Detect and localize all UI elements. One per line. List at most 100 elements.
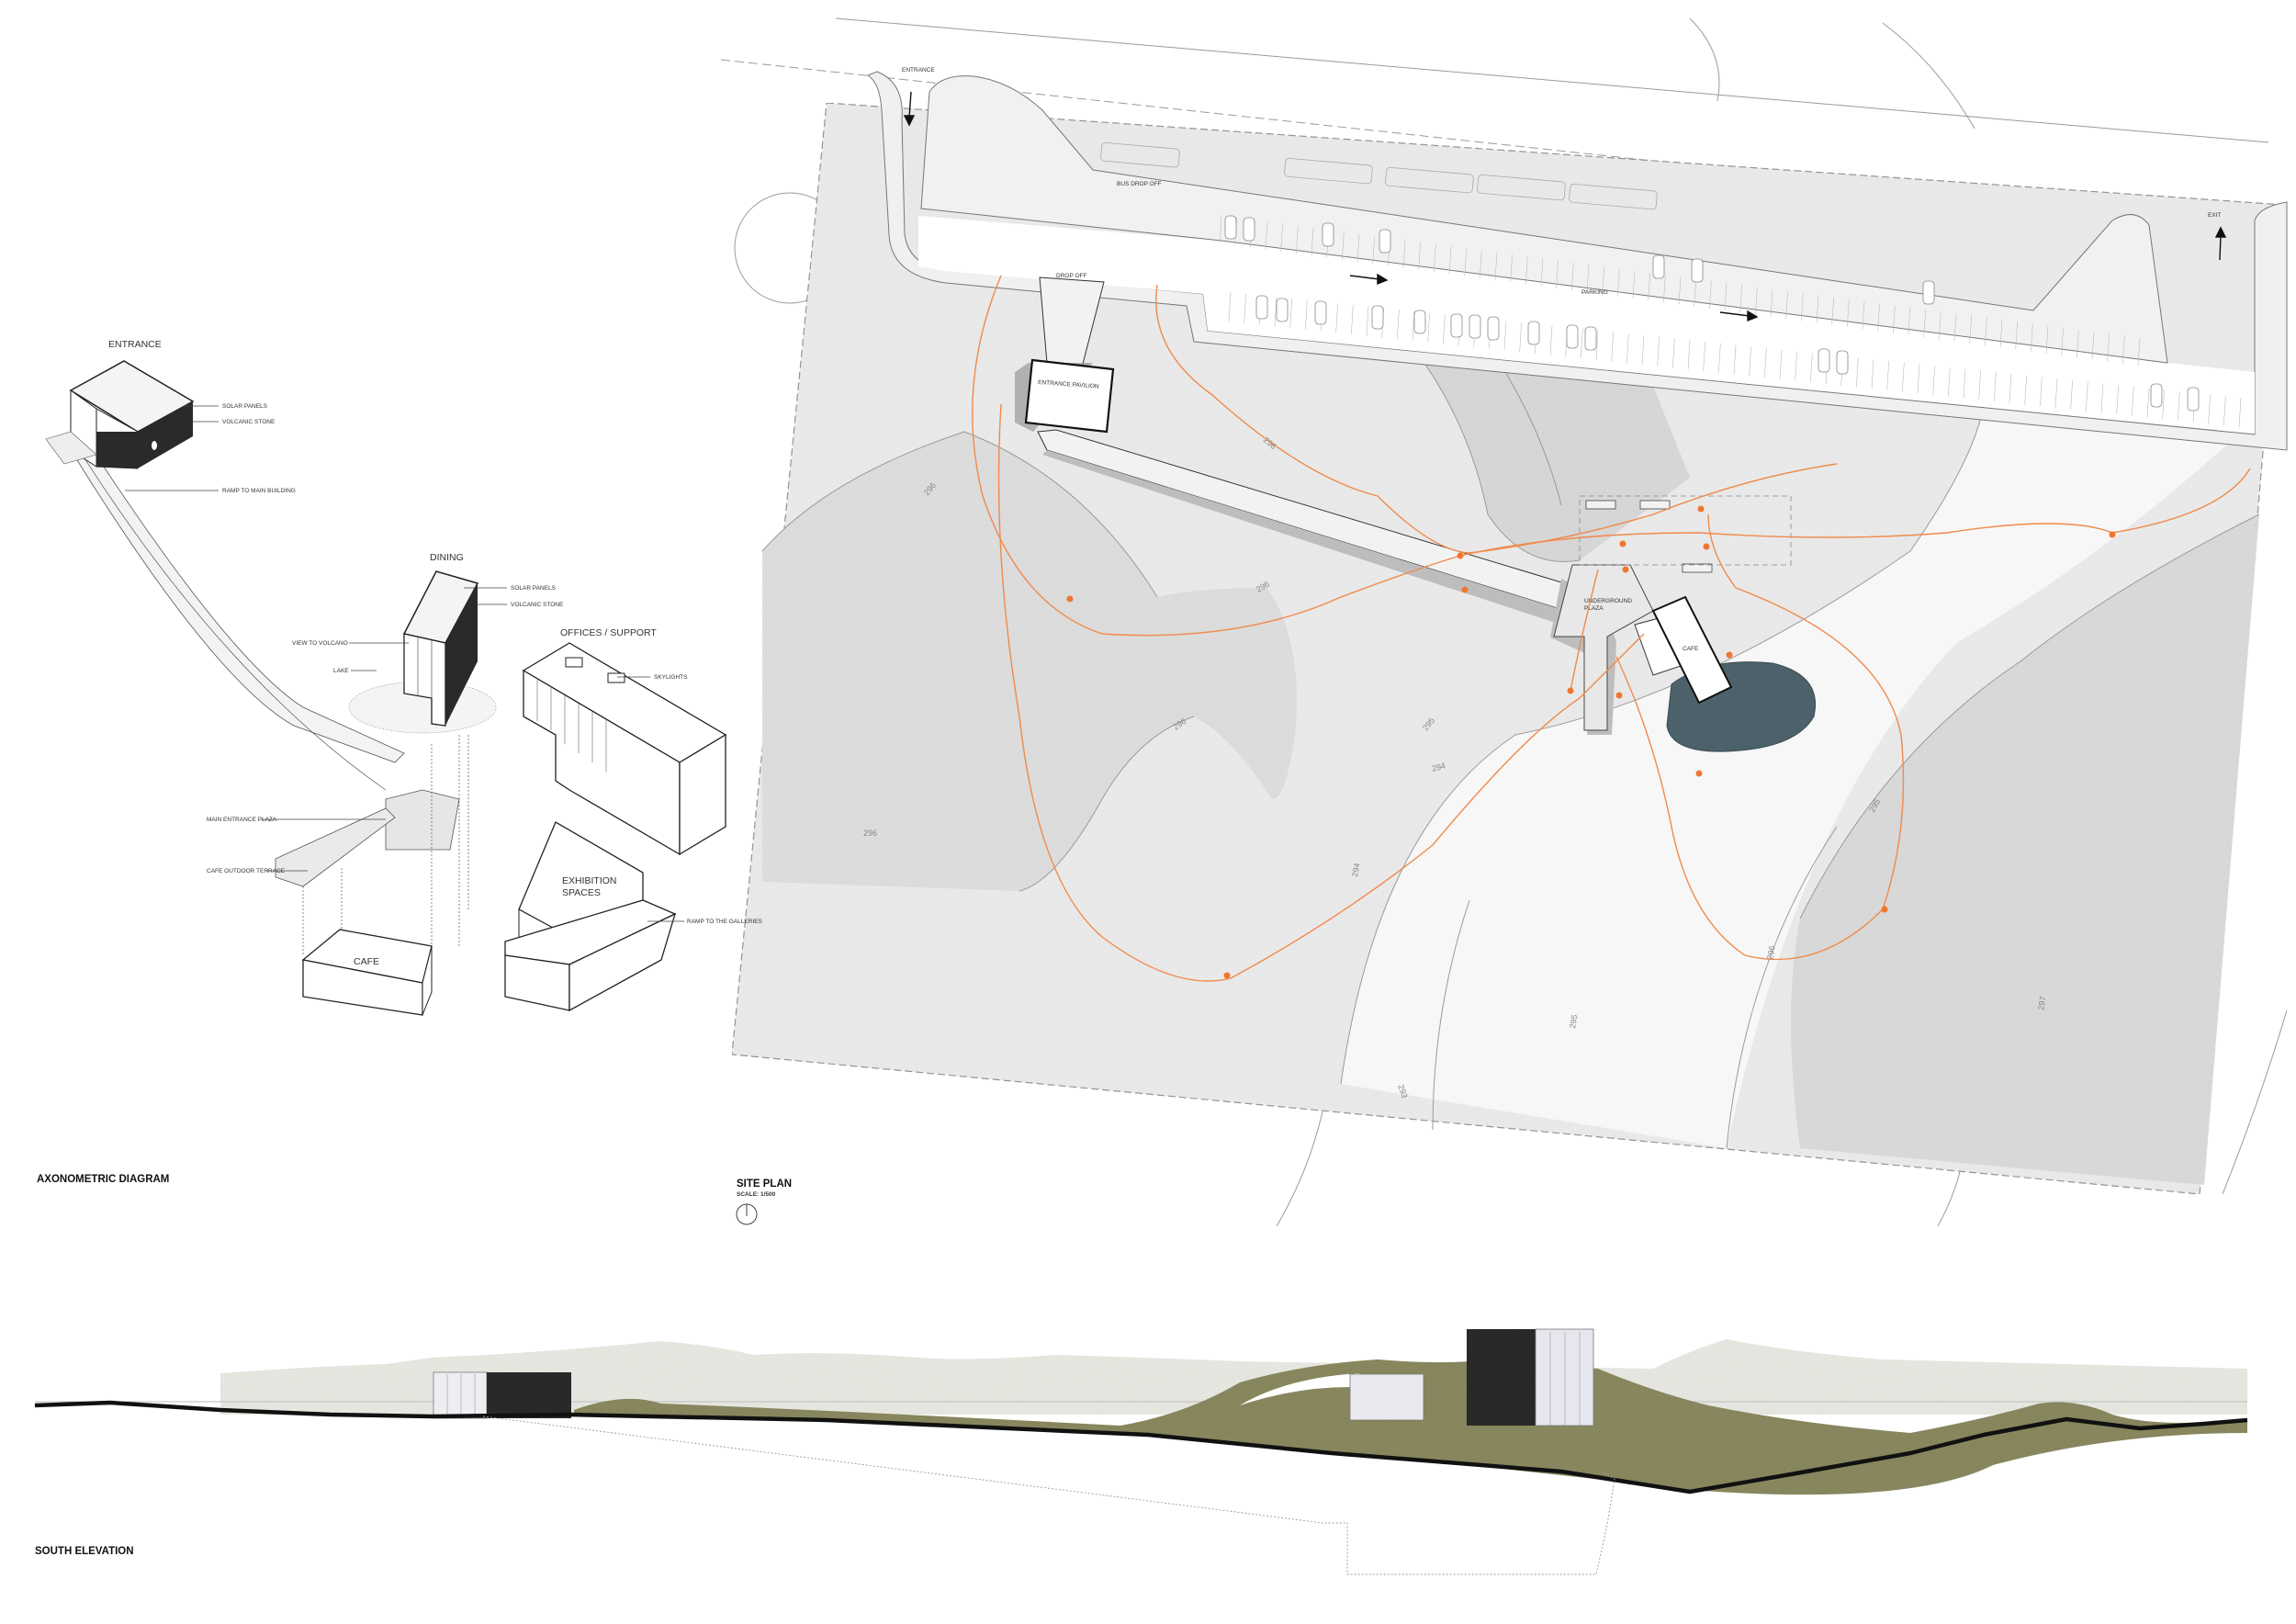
parking-stall-line <box>2146 388 2150 418</box>
parking-stall-line <box>1739 285 1742 313</box>
parking-stall-line <box>1871 359 1874 389</box>
parking-stall-line <box>1718 343 1721 373</box>
parking-stall-line <box>1847 299 1850 327</box>
parking-stall-line <box>2223 396 2226 426</box>
access-road <box>866 71 2288 451</box>
parking-stall-line <box>1602 266 1604 295</box>
parking-stall-line <box>1893 305 1896 333</box>
parking-stall-line <box>2107 333 2110 362</box>
parking-stall-line <box>2077 330 2079 358</box>
parking-stall-line <box>1641 335 1645 366</box>
underground-plaza-label-line2: PLAZA <box>1584 605 1604 612</box>
parking-stall-line <box>1366 306 1369 336</box>
parking-stall-line <box>2122 335 2125 364</box>
parking-stall-line <box>1244 293 1246 323</box>
parking-stall-line <box>1617 268 1620 297</box>
underground-plaza-label-line1: UNDERGROUND <box>1584 598 1632 604</box>
drop-off-label: DROP OFF <box>1056 273 1086 279</box>
svg-text:294: 294 <box>1431 761 1446 773</box>
parking-stall-line <box>1280 223 1283 252</box>
ramp-to-galleries-annotation: RAMP TO THE GALLERIES <box>647 919 763 925</box>
parking-stall-line <box>1586 265 1590 293</box>
parking-stall-line <box>2070 379 2073 410</box>
parking-stalls <box>1219 215 2242 428</box>
parking-stall-line <box>1902 362 1905 392</box>
skylights-label: SKYLIGHTS <box>654 674 688 681</box>
parking-stall-line <box>1549 325 1553 355</box>
parking-stall-line <box>1397 310 1400 340</box>
parking-stall-line <box>1862 301 1865 330</box>
ramp-to-main-building-label: RAMP TO MAIN BUILDING <box>222 488 296 494</box>
entrance-label: ENTRANCE <box>108 339 162 350</box>
parking-stall-line <box>1939 311 1941 340</box>
parking-stall-line <box>1305 299 1308 330</box>
parking-stall-line <box>1801 293 1804 321</box>
parking-stall-line <box>2061 327 2064 355</box>
parking-stall-line <box>2137 337 2141 367</box>
exhibition-label-line1: EXHIBITION <box>562 875 617 886</box>
site-entrance-label: ENTRANCE <box>902 67 935 73</box>
green-landscape <box>574 1359 2247 1495</box>
parking-stall-line <box>1632 270 1636 299</box>
parking-stall-line <box>1571 262 1574 291</box>
elevation-small-building <box>1349 1373 1424 1421</box>
parking-stall-line <box>1556 260 1559 288</box>
cafe-outdoor-terrace <box>275 807 396 887</box>
parking-stall-line <box>1877 303 1880 332</box>
svg-text:294: 294 <box>1350 863 1361 878</box>
axon-cafe-block <box>301 929 433 1016</box>
lake-label: LAKE <box>333 668 349 674</box>
bus-drop-off-island <box>920 75 2168 364</box>
parking-stall-line <box>2009 373 2012 403</box>
exhibition-label-line2: SPACES <box>562 887 601 898</box>
dining-solar-panels-label: SOLAR PANELS <box>511 585 557 592</box>
parking-stall-line <box>2024 375 2027 405</box>
entrance-pavilion <box>1024 358 1115 434</box>
main-entrance-plaza <box>385 789 460 851</box>
parking-stall-line <box>1464 248 1467 276</box>
parking-stall-line <box>1427 312 1430 343</box>
parking-stall-line <box>1448 246 1452 275</box>
parking-stall-line <box>2132 386 2134 416</box>
parking-stall-line <box>1581 329 1583 359</box>
exhibition-block <box>504 821 677 1012</box>
exit-label: EXIT <box>2208 212 2221 219</box>
parking-stall-line <box>1402 240 1406 268</box>
cafe-label: CAFE <box>354 956 379 967</box>
parking-stall-line <box>1648 273 1650 301</box>
parking-stall-line <box>1443 314 1446 344</box>
entrance-cube <box>45 360 195 469</box>
parking-stall-line <box>1779 349 1783 379</box>
site-cafe <box>1651 595 1733 705</box>
parking-stall-line <box>2116 385 2119 415</box>
parking-stall-line <box>1994 372 1997 402</box>
parking-stall-line <box>2040 377 2043 407</box>
svg-text:296: 296 <box>1765 945 1776 961</box>
parking-stall-line <box>1510 254 1513 283</box>
parking-stall-line <box>1663 275 1666 303</box>
parking-stall-line <box>1672 338 1675 368</box>
parking-lot <box>918 216 2255 434</box>
parking-stall-line <box>1953 313 1957 342</box>
parking-stall-line <box>1525 256 1528 285</box>
bus-drop-off-label: BUS DROP OFF <box>1117 181 1162 187</box>
parking-stall-line <box>2238 397 2242 428</box>
parking-stall-line <box>1678 276 1682 305</box>
elevation-dining-tower <box>1467 1328 1594 1427</box>
parking-stall-line <box>1985 317 1987 345</box>
parking-stall-line <box>1335 303 1338 333</box>
parking-stall-line <box>1311 228 1314 256</box>
dining-tower <box>402 570 479 727</box>
offices-building <box>522 642 727 856</box>
parking-stall-line <box>1831 297 1834 325</box>
terrain-zone-east <box>1791 514 2259 1185</box>
north-arrow-icon <box>736 1203 758 1225</box>
traffic-arrows <box>903 91 2227 322</box>
parking-stall-line <box>1770 288 1773 317</box>
parking-stall-line <box>1228 291 1232 322</box>
south-elevation-title: SOUTH ELEVATION <box>35 1546 134 1557</box>
ground-section-line <box>34 1400 2248 1494</box>
axonometric-diagram: ENTRANCE SOLAR PANELS VOLCANIC STONE RAM… <box>37 339 727 1185</box>
parking-stall-line <box>1595 330 1599 360</box>
walking-paths <box>972 275 2251 982</box>
